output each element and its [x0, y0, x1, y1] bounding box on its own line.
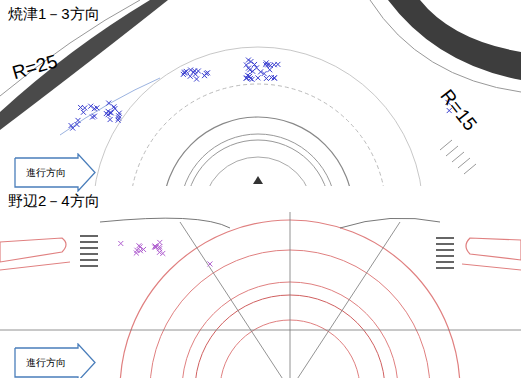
scatter-cross	[188, 74, 193, 79]
top-plan	[0, 0, 521, 186]
scatter-cross	[116, 118, 121, 123]
scatter-cross	[262, 71, 267, 76]
crosswalk	[440, 140, 476, 174]
arrow-label: 進行方向	[26, 357, 66, 368]
scatter-cross	[74, 122, 79, 127]
splitter-island	[466, 238, 521, 260]
scatter-cross	[78, 105, 83, 110]
scatter-cross	[272, 76, 277, 81]
scatter-cross	[205, 70, 210, 75]
crosswalk	[80, 236, 98, 266]
grid-line	[290, 222, 400, 378]
scatter-cross	[118, 241, 123, 246]
scatter-cross	[272, 62, 277, 67]
scatter-cross	[267, 67, 272, 72]
road-edge	[340, 218, 440, 228]
curb-band	[388, 0, 521, 80]
scatter-cross	[112, 106, 117, 111]
arrow-shape	[15, 154, 95, 191]
road-edge	[370, 0, 521, 92]
crosswalk	[436, 238, 454, 268]
panel-title: 野辺2－4方向	[8, 193, 100, 210]
splitter-island	[0, 238, 66, 262]
grid-line	[290, 212, 291, 378]
direction-arrow: 進行方向	[14, 153, 96, 192]
grid-line	[180, 222, 290, 378]
scatter-cross	[69, 123, 74, 128]
scatter-cross	[117, 111, 122, 116]
road-edge	[0, 0, 140, 96]
arrow-shape	[15, 344, 95, 378]
apron-edge	[163, 117, 353, 186]
scatter-cross	[157, 246, 162, 251]
center-mark	[253, 176, 263, 184]
direction-arrow: 進行方向	[14, 343, 96, 378]
scatter-cross	[246, 58, 251, 63]
scatter-cross	[108, 117, 113, 122]
scatter-cross	[181, 72, 186, 77]
scatter-cross	[272, 75, 277, 80]
scatter-cross	[111, 104, 116, 109]
radius-dimension: R=15	[436, 86, 481, 135]
scatter-cross	[196, 69, 201, 74]
grid-line	[0, 330, 521, 331]
scatter-cross	[264, 76, 269, 81]
arrow-label: 進行方向	[26, 167, 66, 178]
scatter-cross	[252, 62, 257, 67]
scatter-cross	[266, 62, 271, 67]
outer-edge	[93, 47, 423, 186]
island-ring	[186, 140, 330, 186]
trajectory-line	[60, 78, 160, 135]
scatter-cross	[194, 77, 199, 82]
scatter-cross	[250, 69, 255, 74]
scatter-cross	[191, 70, 196, 75]
scatter-cross	[136, 243, 141, 248]
road-edge	[0, 262, 70, 270]
scatter-cross	[244, 62, 249, 67]
scatter-cross	[207, 261, 212, 266]
scatter-cross	[81, 110, 86, 115]
bottom-plan	[0, 212, 521, 378]
scatter-cross	[141, 247, 146, 252]
island-ring	[180, 134, 336, 186]
scatter-cross	[160, 251, 165, 256]
scatter-cross	[104, 111, 109, 116]
road-edge	[100, 218, 230, 228]
panel-title: 焼津1－3方向	[8, 6, 100, 23]
lane-line	[130, 84, 386, 186]
scatter-cross	[76, 118, 81, 123]
scatter-cross	[92, 114, 97, 119]
curb-band	[0, 0, 168, 130]
scatter-cross	[152, 245, 157, 250]
scatter-cross	[106, 101, 111, 106]
scatter-marks	[69, 58, 452, 131]
scatter-cross	[255, 75, 260, 80]
scatter-cross	[245, 73, 250, 78]
scatter-cross	[94, 105, 99, 110]
scatter-marks	[118, 240, 212, 267]
island-ring	[203, 157, 313, 186]
road-edge	[462, 264, 521, 270]
